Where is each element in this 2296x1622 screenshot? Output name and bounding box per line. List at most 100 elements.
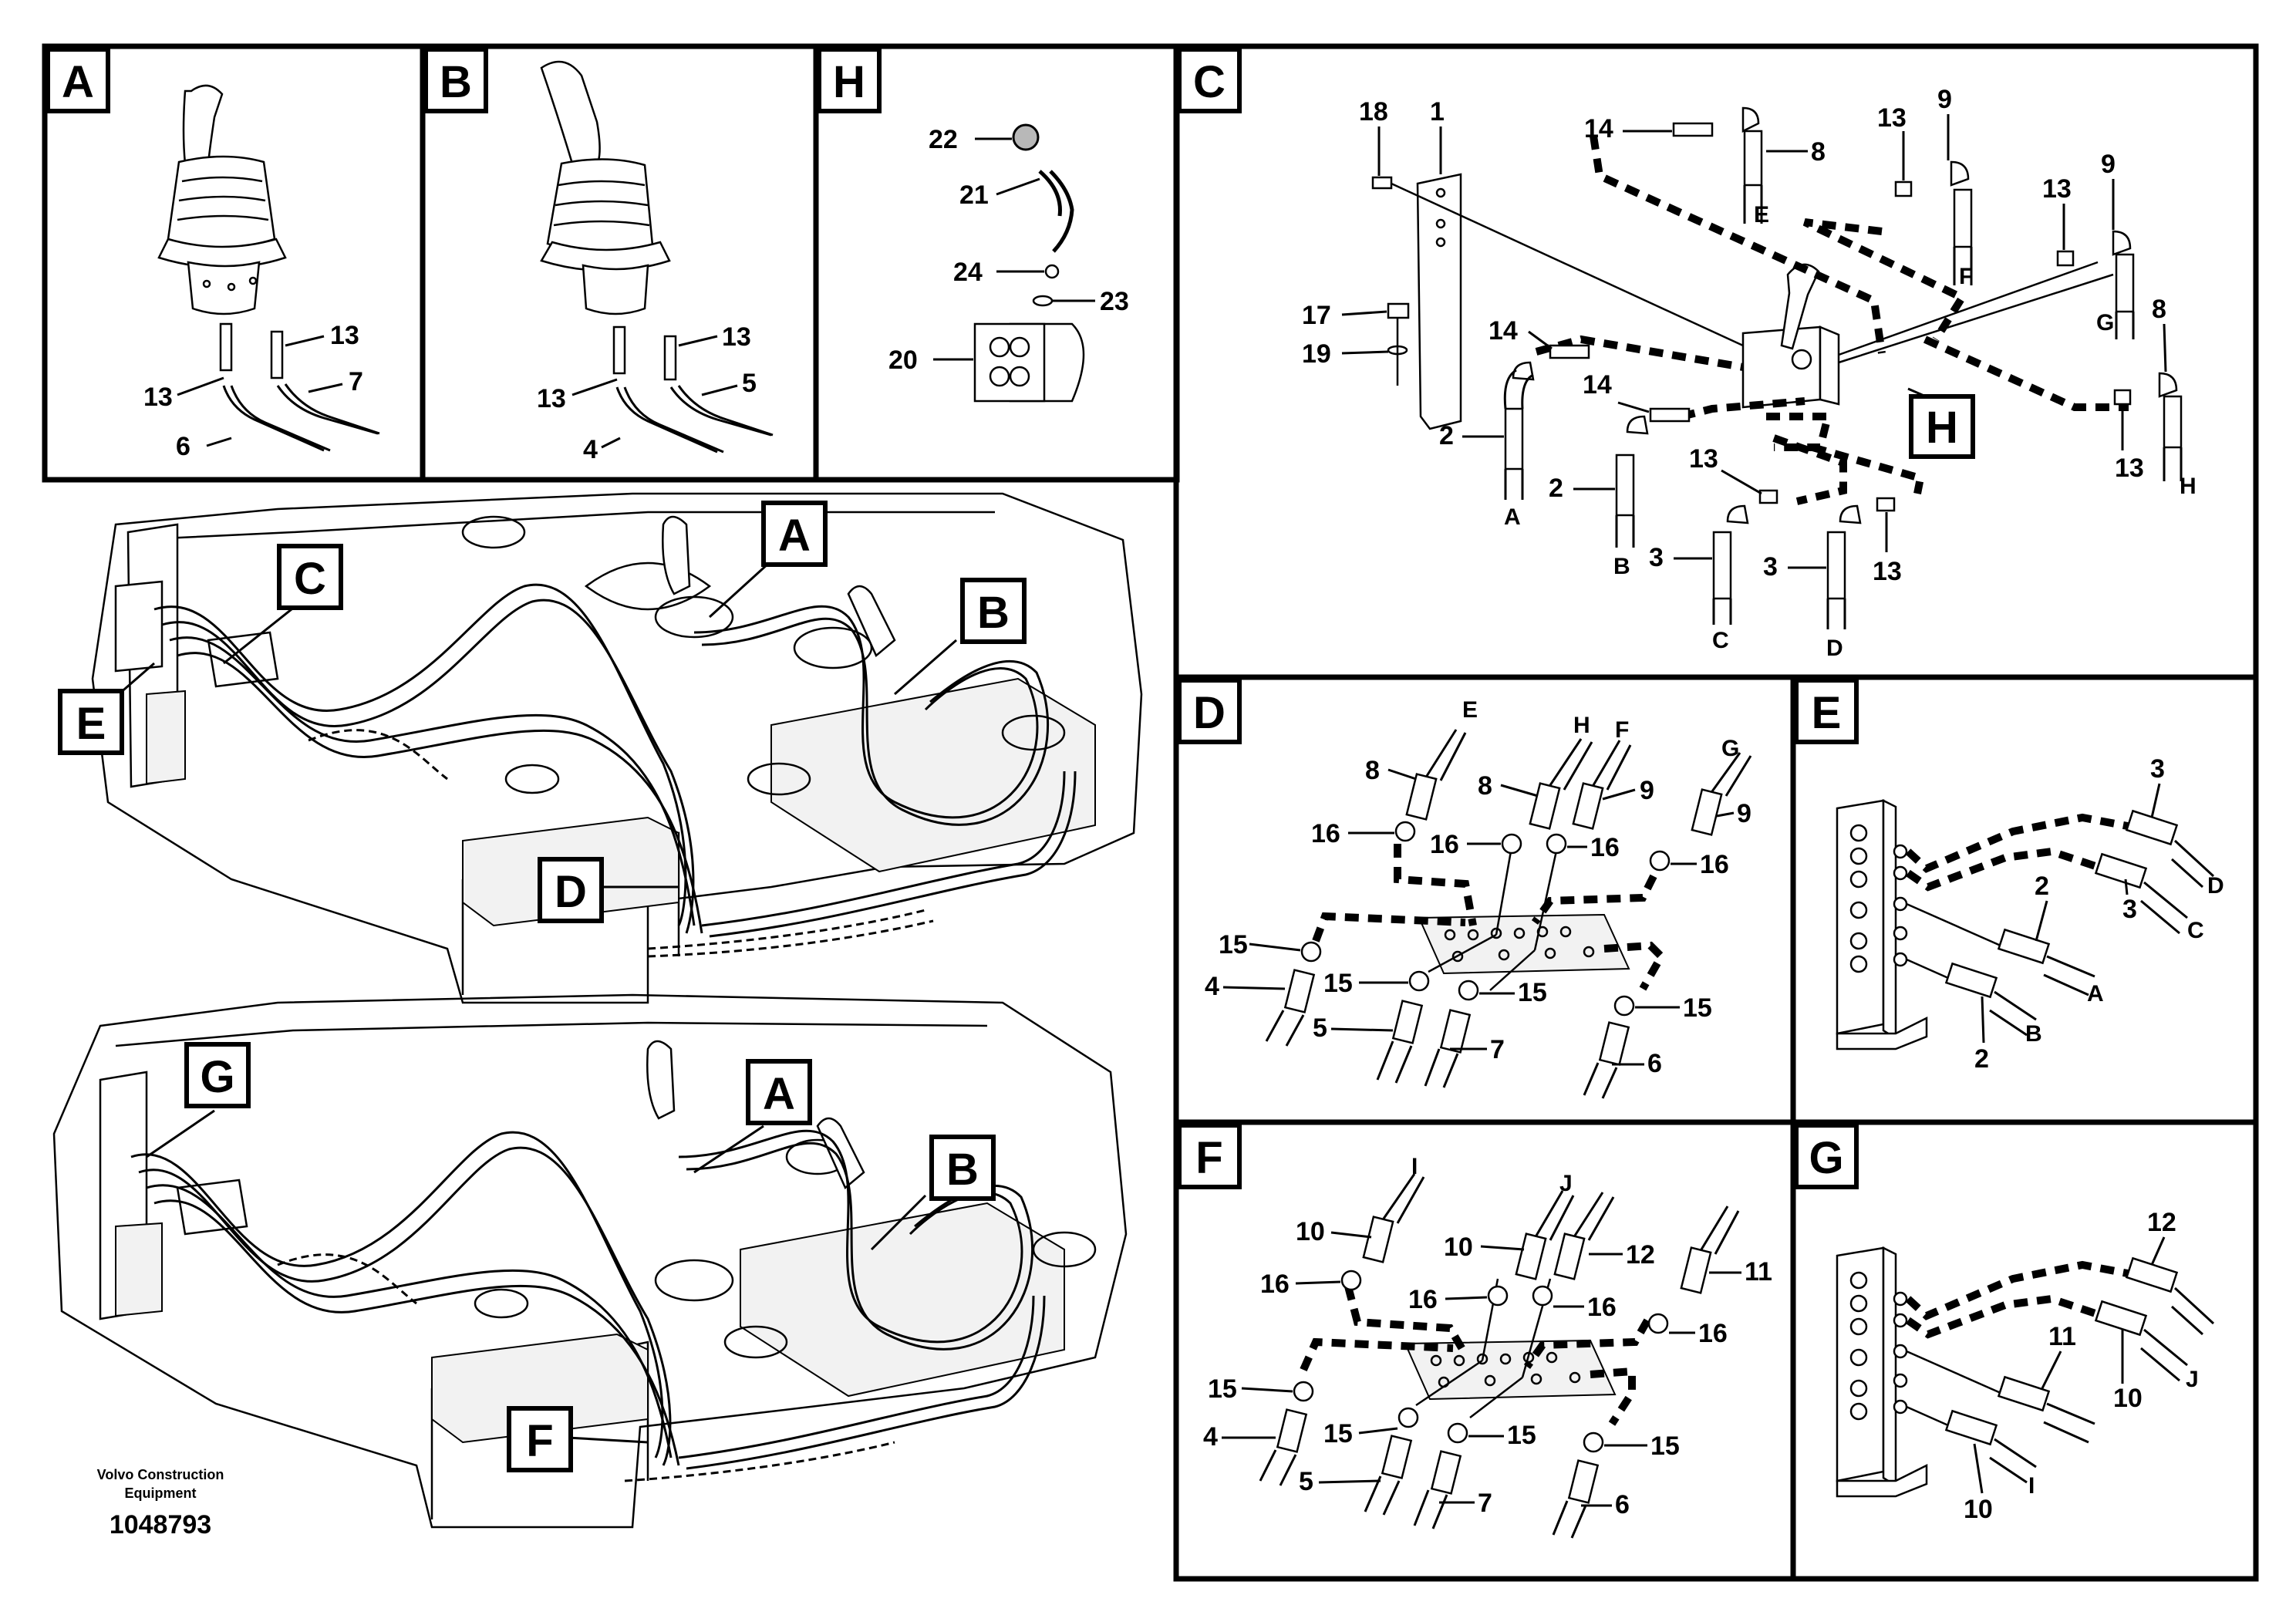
view-a: A 13 13 6 7 (46, 47, 380, 461)
switch-illustration (973, 123, 1085, 403)
joystick-b-illustration (540, 60, 774, 454)
overview-bottom-callouts: G A B F (146, 1042, 996, 1472)
view-a-labels: 13 13 6 7 (143, 321, 363, 461)
part-label: 7 (1478, 1489, 1492, 1518)
view-c-callout-h: H (1907, 387, 1975, 459)
hose-9-right (2056, 230, 2135, 339)
part-label: G (1721, 736, 1739, 761)
part-label: J (2186, 1367, 2199, 1392)
part-label: 16 (1260, 1270, 1290, 1299)
view-g: G (1794, 1123, 2215, 1524)
callout-tag: C (294, 554, 326, 604)
hose-3-d-end (2125, 809, 2215, 889)
part-label: 17 (1302, 301, 1331, 330)
part-label: 13 (2115, 454, 2144, 483)
part-label: 3 (1763, 552, 1778, 582)
hose-10-i (1340, 1173, 1425, 1291)
part-label: 23 (1100, 287, 1129, 316)
part-label: 6 (1615, 1490, 1630, 1519)
part-label: 5 (1299, 1467, 1313, 1496)
hose-9-f (1546, 740, 1632, 855)
hose-2-a (1503, 344, 1590, 500)
view-c: C (1177, 47, 2197, 661)
part-label: 15 (1507, 1421, 1536, 1450)
part-label: 5 (742, 369, 757, 398)
part-label: H (1573, 713, 1590, 738)
part-label: F (1615, 717, 1629, 743)
part-label: 9 (1737, 799, 1752, 828)
view-c-tag: C (1177, 47, 1242, 113)
footer: Volvo Construction Equipment 1048793 (97, 1467, 224, 1539)
overview-bottom: G A B F (52, 993, 1128, 1529)
part-label: C (2187, 918, 2204, 943)
part-label: E (1462, 697, 1478, 723)
part-label: 15 (1518, 978, 1547, 1007)
part-label: 16 (1430, 830, 1459, 859)
hose-9-g (1649, 752, 1752, 872)
hose-3-c-end (2094, 852, 2188, 935)
part-label: A (2087, 981, 2104, 1007)
hose-8-h (1501, 738, 1593, 855)
part-label: 16 (1590, 833, 1620, 862)
hose-8-e (1394, 729, 1467, 842)
part-label: 13 (1689, 444, 1718, 474)
part-label: 15 (1323, 969, 1353, 998)
callout-tag: B (977, 588, 1010, 638)
part-label: J (1559, 1171, 1573, 1196)
hose-3-d (1826, 497, 1896, 629)
callout-tag: D (555, 867, 587, 917)
part-label: 13 (2042, 174, 2072, 204)
part-label: 15 (1208, 1374, 1237, 1404)
part-label: 8 (1365, 756, 1380, 785)
view-h-tag: H (817, 47, 882, 113)
hose-8-top (1672, 106, 1763, 224)
part-label: 13 (330, 321, 359, 350)
part-label: 16 (1587, 1293, 1617, 1322)
view-tag-label: A (62, 57, 94, 107)
hose-6-f (1552, 1431, 1604, 1539)
part-label: 8 (1478, 771, 1492, 801)
part-label: 3 (2150, 754, 2165, 784)
hose-4-f (1259, 1381, 1314, 1486)
part-label: 8 (2152, 295, 2166, 324)
overview-top-callouts: C A B E D (58, 501, 1027, 923)
part-label: 14 (1583, 370, 1612, 400)
part-label: 3 (1649, 543, 1664, 572)
view-g-tag: G (1794, 1123, 1859, 1189)
part-label: D (2207, 873, 2224, 899)
hose-7 (1424, 980, 1479, 1088)
part-label: 13 (1873, 557, 1902, 586)
part-label: 12 (1626, 1240, 1655, 1270)
part-label: 7 (349, 367, 363, 396)
view-c-illustration (1371, 106, 2183, 629)
part-label: 11 (1745, 1257, 1772, 1286)
company-name-line1: Volvo Construction (97, 1467, 224, 1482)
view-e-labels: 3 D 2 3 C A 2 B (1974, 754, 2224, 1074)
hose-9-top (1894, 160, 1973, 285)
part-label: 18 (1359, 97, 1388, 126)
view-e-tag: E (1794, 678, 1859, 744)
part-label: 13 (537, 384, 566, 413)
callout-tag: A (763, 1069, 795, 1119)
part-label: 4 (1205, 972, 1219, 1001)
view-tag-label: C (1193, 57, 1226, 107)
part-label: C (1712, 628, 1729, 653)
view-g-labels: 12 11 10 J 10 I (1964, 1208, 2199, 1524)
part-label: I (1411, 1154, 1418, 1179)
joystick-a-illustration (157, 84, 380, 452)
part-label: 21 (959, 180, 989, 210)
part-label: 4 (1203, 1422, 1218, 1452)
hose-5-f (1364, 1407, 1419, 1516)
view-d-tag: D (1177, 678, 1242, 744)
callout-tag: A (778, 511, 811, 561)
drawing-number: 1048793 (110, 1510, 211, 1539)
part-label: 15 (1683, 993, 1712, 1023)
part-label: 5 (1313, 1013, 1327, 1043)
overview-top-machine-frame (91, 492, 1143, 1004)
part-label: 9 (2101, 150, 2116, 179)
view-d-labels: E H F G 8 8 9 9 16 16 16 16 15 4 15 (1205, 697, 1752, 1078)
part-label: 2 (1549, 474, 1563, 503)
part-label: 16 (1408, 1285, 1438, 1314)
hose-11 (1647, 1206, 1740, 1334)
view-g-illustration (1836, 1246, 2215, 1498)
